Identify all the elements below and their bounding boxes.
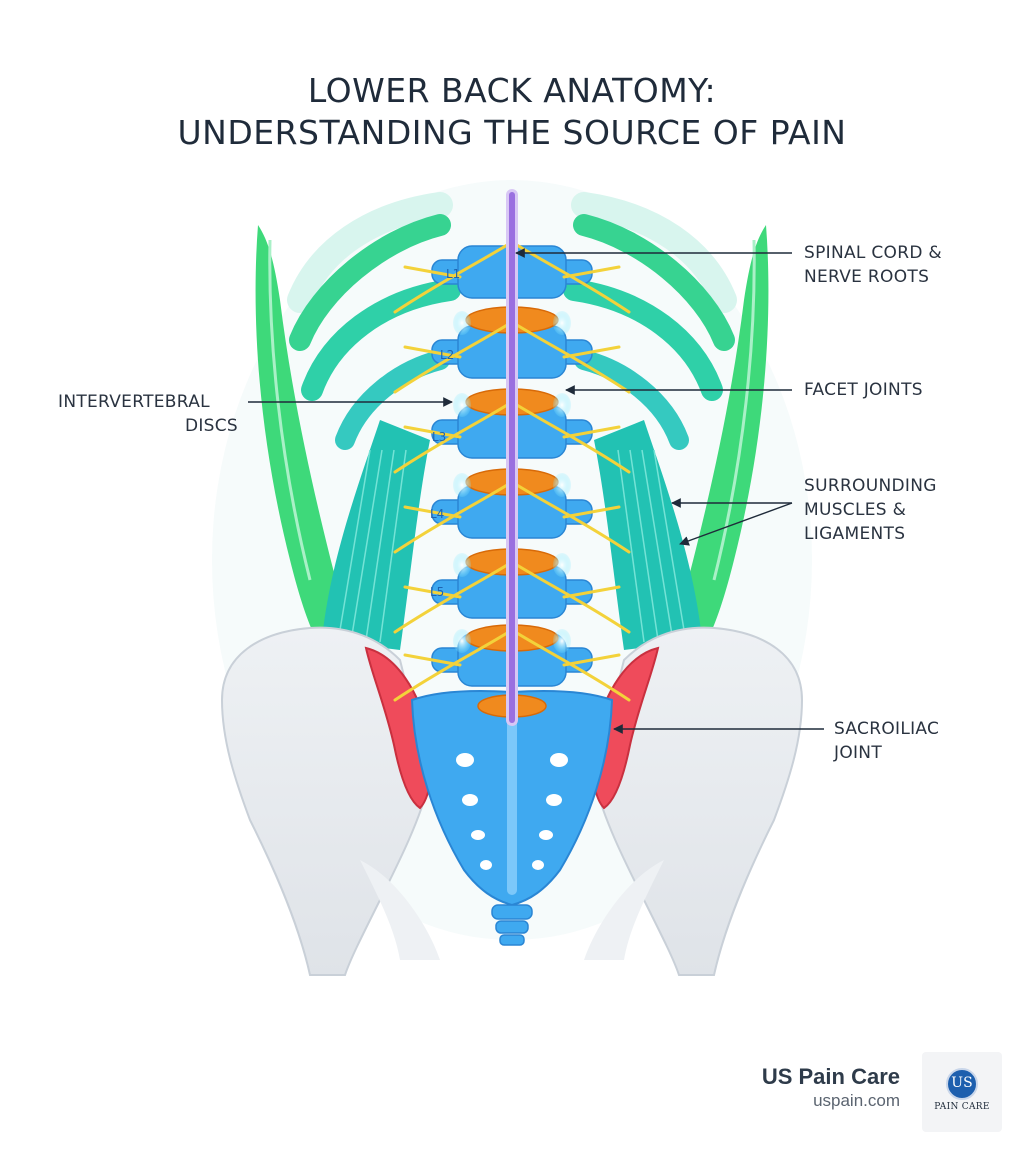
nerve-right-6 (510, 628, 631, 702)
nerve-branch-right-6 (562, 653, 621, 667)
logo-circle-icon: US (946, 1068, 978, 1100)
nerve-right-5 (510, 560, 631, 634)
nerve-branch-left-4 (403, 505, 462, 519)
callout-discs: INTERVERTEBRAL DISCS (58, 390, 238, 438)
nerve-right-4 (510, 480, 631, 554)
callout-muscles-line-1: SURROUNDING (804, 476, 937, 496)
logo-initials: US (951, 1075, 973, 1091)
vertebra-level-labels: L1 L2 L3 L4 L5 (430, 267, 460, 599)
page-title: LOWER BACK ANATOMY: UNDERSTANDING THE SO… (0, 70, 1024, 154)
callout-muscles-line-3: LIGAMENTS (804, 524, 906, 544)
nerve-right-3 (510, 400, 631, 474)
nerve-left-4 (393, 480, 514, 554)
callout-discs-line-1: INTERVERTEBRAL (58, 392, 210, 412)
label-l4: L4 (430, 507, 444, 521)
callout-lines (248, 248, 824, 734)
facet-right-4 (553, 553, 571, 577)
facet-left-1 (453, 311, 471, 335)
nerve-branch-left-3 (403, 425, 462, 439)
label-l3: L3 (432, 430, 446, 444)
callout-spinal-cord-line-2: NERVE ROOTS (804, 267, 930, 287)
nerve-left-1 (393, 240, 514, 314)
callout-sacroiliac-line-1: SACROILIAC (834, 719, 940, 739)
label-l2: L2 (440, 348, 454, 362)
callout-spinal-cord-line-1: SPINAL CORD & (804, 243, 942, 263)
facet-right-5 (553, 629, 571, 653)
nerve-left-3 (393, 400, 514, 474)
nerve-branch-left-5 (403, 585, 462, 599)
callout-facet-joints-line-1: FACET JOINTS (804, 380, 923, 400)
nerve-right-2 (510, 320, 631, 394)
brand-logo: US PAIN CARE (922, 1052, 1002, 1132)
facet-right-3 (553, 473, 571, 497)
pelvis (220, 626, 804, 976)
nerve-left-5 (393, 560, 514, 634)
callout-facet-joints: FACET JOINTS (804, 378, 923, 402)
title-line-1: LOWER BACK ANATOMY: (307, 71, 717, 110)
nerve-branch-right-5 (562, 585, 621, 599)
nerve-branch-right-1 (562, 265, 621, 279)
nerve-branch-right-4 (562, 505, 621, 519)
label-l5: L5 (430, 585, 444, 599)
callout-sacroiliac-line-2: JOINT (834, 743, 883, 763)
callout-muscles-line-2: MUSCLES & (804, 500, 907, 520)
facet-left-5 (453, 629, 471, 653)
facet-left-4 (453, 553, 471, 577)
nerve-branch-left-2 (403, 345, 462, 359)
brand-url[interactable]: uspain.com (813, 1091, 900, 1110)
paraspinal-muscles (322, 420, 702, 650)
callout-discs-line-2: DISCS (184, 416, 238, 436)
facet-right-2 (553, 393, 571, 417)
nerve-branch-right-2 (562, 345, 621, 359)
facet-left-3 (453, 473, 471, 497)
label-l1: L1 (446, 267, 460, 281)
nerve-branch-right-3 (562, 425, 621, 439)
title-line-2: UNDERSTANDING THE SOURCE OF PAIN (177, 113, 847, 152)
sacrum (410, 689, 614, 946)
callout-sacroiliac: SACROILIAC JOINT (834, 717, 939, 765)
nerve-left-2 (393, 320, 514, 394)
rib-curves (289, 214, 735, 450)
nerve-branch-left-6 (403, 653, 462, 667)
facet-joints (453, 311, 571, 653)
brand-name: US Pain Care (761, 1064, 900, 1089)
facet-left-2 (453, 393, 471, 417)
nerve-roots (393, 240, 631, 702)
facet-right-1 (553, 311, 571, 335)
nerve-branch-left-1 (403, 265, 462, 279)
nerve-left-6 (393, 628, 514, 702)
callout-spinal-cord: SPINAL CORD & NERVE ROOTS (804, 241, 942, 289)
upper-ribs (287, 192, 737, 313)
muscles-pointer-2 (679, 502, 793, 546)
callout-muscles: SURROUNDING MUSCLES & LIGAMENTS (804, 474, 937, 546)
logo-text: PAIN CARE (934, 1102, 990, 1112)
